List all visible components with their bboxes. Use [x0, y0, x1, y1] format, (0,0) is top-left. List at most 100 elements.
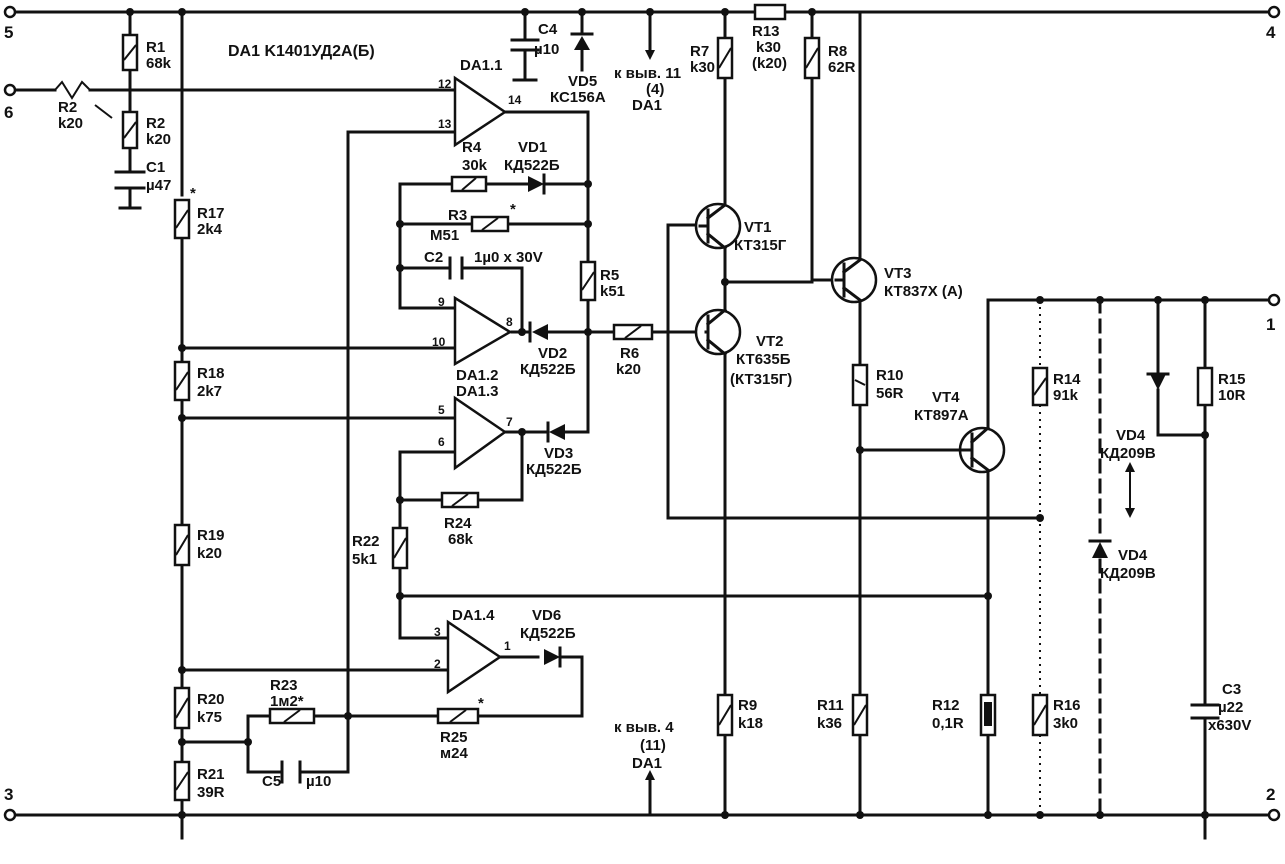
svg-text:VD4: VD4: [1116, 427, 1146, 444]
terminal-5: [3, 5, 17, 19]
svg-text:VD1: VD1: [518, 139, 547, 156]
terminal-6: [3, 83, 17, 97]
svg-text:1: 1: [504, 639, 511, 653]
resistor-R1: R1 68k: [121, 33, 172, 72]
svg-text:k20: k20: [146, 131, 171, 148]
svg-text:R23: R23: [270, 677, 298, 694]
transistor-VT2: VT2 КТ635Б (КТ315Г): [694, 307, 792, 388]
svg-text:VD6: VD6: [532, 607, 561, 624]
svg-text:3k0: 3k0: [1053, 715, 1078, 732]
svg-text:R8: R8: [828, 43, 847, 60]
svg-text:k20: k20: [616, 361, 641, 378]
svg-text:R20: R20: [197, 691, 225, 708]
svg-text:КТ837Х (А): КТ837Х (А): [884, 283, 963, 300]
resistor-R21: R21 39R: [173, 760, 225, 802]
terminal-4-label: 4: [1266, 23, 1276, 42]
svg-text:k30: k30: [690, 59, 715, 76]
svg-text:КТ315Г: КТ315Г: [734, 237, 787, 254]
svg-text:DA1: DA1: [632, 755, 662, 772]
svg-text:C1: C1: [146, 159, 165, 176]
svg-text:R21: R21: [197, 766, 225, 783]
svg-text:*: *: [190, 185, 196, 202]
svg-text:*: *: [478, 695, 484, 712]
resistor-R19: R19 k20: [173, 523, 225, 567]
resistor-R3: R3 M51 *: [430, 201, 516, 244]
svg-text:R15: R15: [1218, 371, 1246, 388]
svg-text:1м2*: 1м2*: [270, 693, 304, 710]
chip-header: DA1 K1401УД2А(Б): [228, 43, 375, 60]
opamp-DA1.4: DA1.4 3 2 1: [434, 607, 511, 695]
terminal-6-label: 6: [4, 103, 13, 122]
svg-text:0,1R: 0,1R: [932, 715, 964, 732]
svg-text:R13: R13: [752, 23, 780, 40]
svg-text:62R: 62R: [828, 59, 856, 76]
svg-text:DA1.3: DA1.3: [456, 383, 499, 400]
svg-text:k75: k75: [197, 709, 222, 726]
svg-text:(КТ315Г): (КТ315Г): [730, 371, 792, 388]
resistor-R23: R23 1м2*: [268, 677, 316, 725]
resistor-R13: R13 k30 (k20): [752, 3, 787, 72]
svg-text:КТ635Б: КТ635Б: [736, 351, 791, 368]
resistor-R14: R14 91k: [1031, 366, 1081, 407]
svg-text:VT2: VT2: [756, 333, 784, 350]
svg-text:R6: R6: [620, 345, 639, 362]
svg-text:C3: C3: [1222, 681, 1241, 698]
svg-text:VT1: VT1: [744, 219, 772, 236]
resistor-R22: R22 5k1: [352, 526, 409, 570]
svg-text:R16: R16: [1053, 697, 1081, 714]
terminal-3-label: 3: [4, 785, 13, 804]
resistor-R7: R7 k30: [690, 36, 734, 80]
svg-text:6: 6: [438, 435, 445, 449]
diode-VD4-lower: VD4 КД209В: [1088, 539, 1156, 582]
svg-text:5k1: 5k1: [352, 551, 377, 568]
svg-text:VD2: VD2: [538, 345, 567, 362]
resistor-R17: R17 2k4 *: [173, 185, 225, 240]
svg-text:R2: R2: [146, 115, 165, 132]
diode-VD4-upper: VD4 КД209В: [1100, 372, 1170, 462]
svg-text:R24: R24: [444, 515, 472, 532]
svg-text:к выв. 4: к выв. 4: [614, 719, 674, 736]
svg-text:R17: R17: [197, 205, 225, 222]
svg-text:2k4: 2k4: [197, 221, 223, 238]
svg-text:(11): (11): [640, 737, 666, 754]
svg-text:x630V: x630V: [1208, 717, 1251, 734]
resistor-R24: R24 68k: [440, 491, 480, 548]
resistor-R4: R4 30k: [450, 139, 488, 193]
svg-text:(k20): (k20): [752, 55, 787, 72]
svg-text:k20: k20: [58, 115, 83, 132]
resistor-R9: R9 k18: [716, 693, 763, 737]
arrow-double-icon: [1125, 462, 1135, 518]
resistor-R5: R5 k51: [579, 260, 625, 302]
transistor-VT3: VT3 КТ837Х (А): [830, 256, 963, 304]
svg-text:C2: C2: [424, 249, 443, 266]
svg-text:R1: R1: [146, 39, 165, 56]
svg-text:R19: R19: [197, 527, 225, 544]
opamp-DA1.3: DA1.3 5 6 7: [438, 383, 513, 471]
svg-text:КД522Б: КД522Б: [520, 361, 576, 378]
junctions: [126, 8, 1209, 819]
svg-text:14: 14: [508, 93, 522, 107]
svg-text:КТ897А: КТ897А: [914, 407, 969, 424]
svg-text:VD3: VD3: [544, 445, 573, 462]
terminal-2-label: 2: [1266, 785, 1275, 804]
diode-VD6: VD6 КД522Б: [520, 607, 576, 668]
svg-text:R11: R11: [817, 697, 844, 714]
diode-VD1: VD1 КД522Б: [504, 139, 560, 195]
svg-text:3: 3: [434, 625, 441, 639]
svg-text:DA1.1: DA1.1: [460, 57, 503, 74]
svg-text:68k: 68k: [146, 55, 172, 72]
resistor-R25: R25 м24 *: [436, 695, 484, 762]
svg-text:R3: R3: [448, 207, 467, 224]
transistor-VT4: VT4 КТ897А: [914, 389, 1006, 474]
svg-text:R14: R14: [1053, 371, 1081, 388]
terminal-3: [3, 808, 17, 822]
svg-text:39R: 39R: [197, 784, 225, 801]
svg-text:2k7: 2k7: [197, 383, 222, 400]
svg-text:VT4: VT4: [932, 389, 960, 406]
svg-text:k18: k18: [738, 715, 763, 732]
svg-text:R2: R2: [58, 99, 77, 116]
svg-text:C5: C5: [262, 773, 281, 790]
svg-text:(4): (4): [646, 81, 664, 98]
svg-text:10: 10: [432, 335, 446, 349]
